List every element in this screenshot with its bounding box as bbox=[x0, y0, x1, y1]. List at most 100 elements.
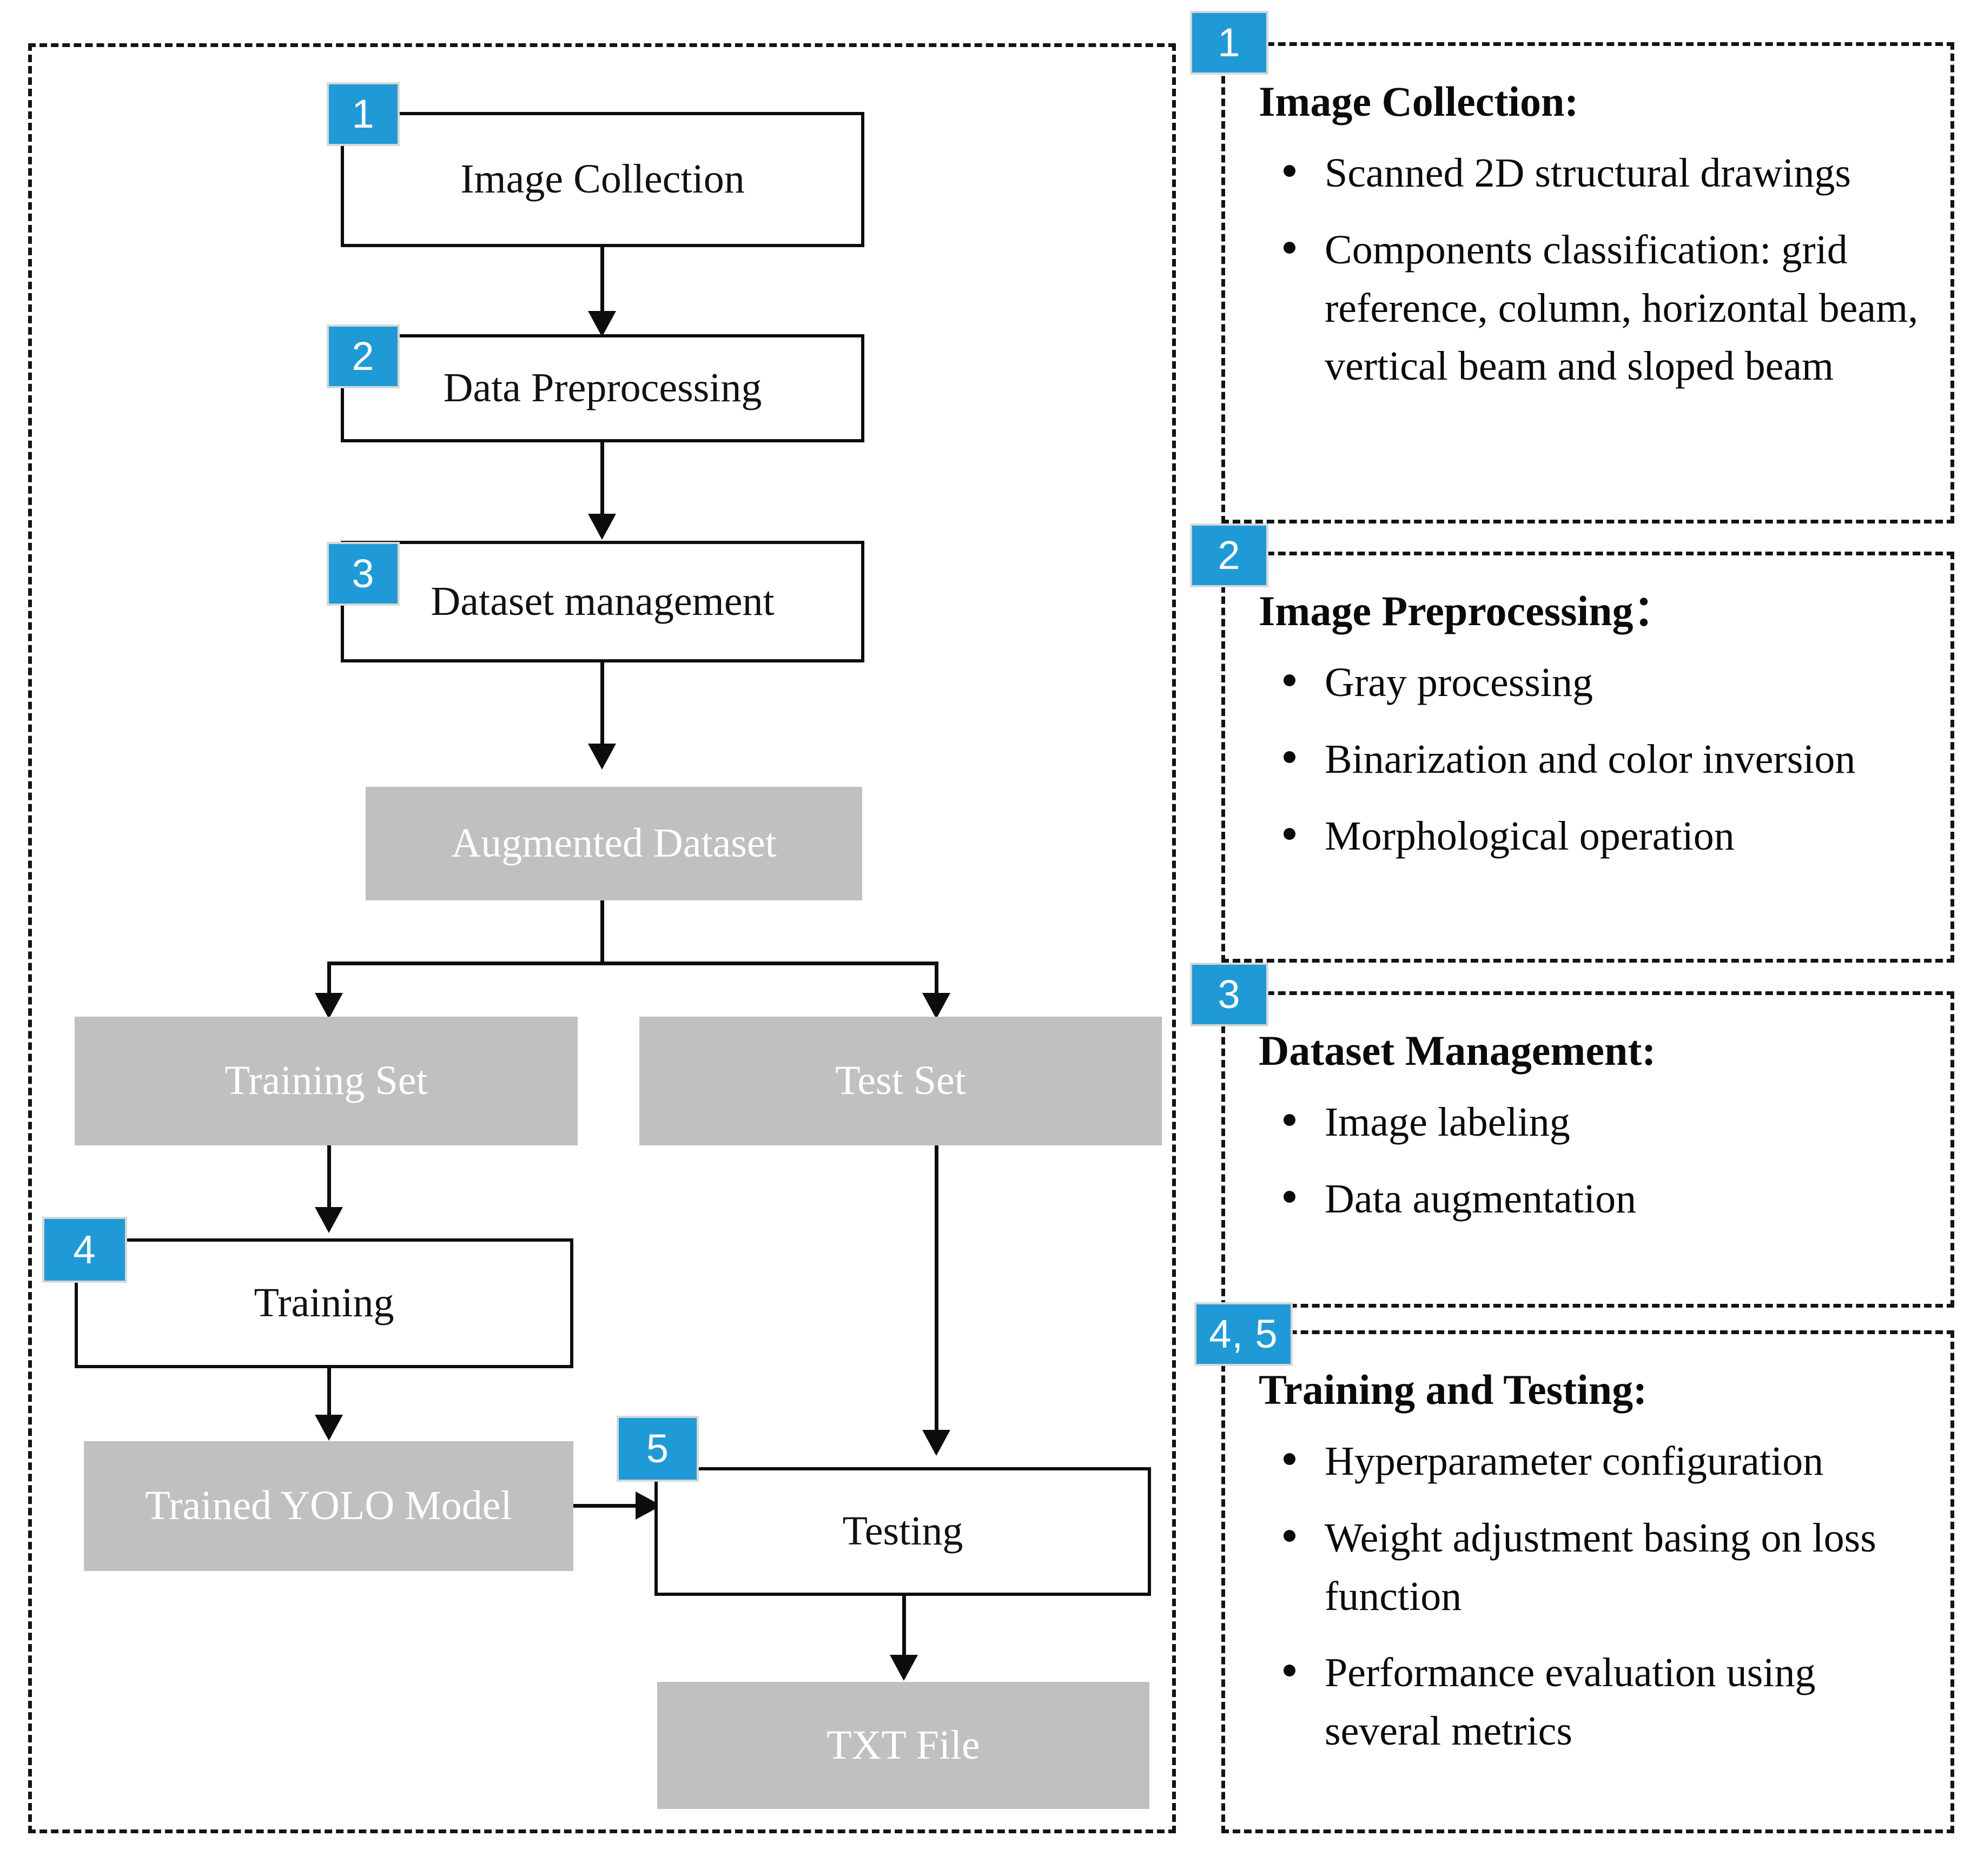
bullet-icon bbox=[1284, 1453, 1295, 1465]
info-badge-3: 3 bbox=[1190, 963, 1268, 1026]
badge-label: 2 bbox=[1218, 533, 1241, 578]
step-badge-4: 4 bbox=[42, 1217, 127, 1283]
info-panel-4-content: Training and Testing: Hyperparameter con… bbox=[1225, 1334, 1950, 1790]
connector-split-right bbox=[935, 962, 938, 1004]
list-item-text: Performance evaluation using several met… bbox=[1325, 1650, 1816, 1754]
info-badge-1: 1 bbox=[1190, 11, 1268, 75]
bullet-icon bbox=[1284, 751, 1295, 763]
list-item: Performance evaluation using several met… bbox=[1259, 1644, 1919, 1761]
badge-label: 1 bbox=[1218, 20, 1241, 65]
connector-split-left bbox=[327, 962, 331, 1004]
info-panel-2: Image Preprocessing： Gray processing Bin… bbox=[1221, 552, 1954, 963]
bullet-icon bbox=[1284, 1190, 1295, 1203]
step-badge-3: 3 bbox=[327, 542, 400, 606]
flow-box-augmented-dataset[interactable]: Augmented Dataset bbox=[366, 787, 862, 900]
info-panel-1: Image Collection: Scanned 2D structural … bbox=[1221, 42, 1954, 523]
list-item-text: Binarization and color inversion bbox=[1325, 736, 1856, 782]
badge-label: 1 bbox=[352, 91, 375, 136]
info-badge-2: 2 bbox=[1190, 523, 1268, 587]
list-item-text: Image labeling bbox=[1325, 1099, 1570, 1145]
arrow-training-model bbox=[315, 1415, 343, 1441]
flow-box-label: Training bbox=[254, 1280, 394, 1326]
flowchart-container bbox=[28, 43, 1176, 1833]
list-item: Image labeling bbox=[1259, 1093, 1919, 1152]
flow-box-txt-file[interactable]: TXT File bbox=[657, 1682, 1149, 1809]
info-panel-3-content: Dataset Management: Image labeling Data … bbox=[1225, 995, 1950, 1258]
flow-box-data-preprocessing[interactable]: Data Preprocessing bbox=[341, 334, 864, 442]
flow-box-label: Testing bbox=[842, 1508, 963, 1554]
connector-split-bar bbox=[327, 962, 938, 965]
connector-testset-testing bbox=[935, 1145, 938, 1437]
bullet-icon bbox=[1284, 1113, 1295, 1126]
list-item: Binarization and color inversion bbox=[1259, 731, 1919, 789]
flow-box-label: Dataset management bbox=[431, 578, 775, 624]
arrow-to-training-set bbox=[315, 993, 343, 1019]
info-panel-3-list: Image labeling Data augmentation bbox=[1259, 1093, 1919, 1229]
badge-label: 3 bbox=[1218, 972, 1241, 1017]
list-item: Weight adjustment basing on loss functio… bbox=[1259, 1509, 1919, 1626]
arrow-to-test-set bbox=[922, 993, 950, 1019]
badge-label: 4 bbox=[73, 1227, 96, 1272]
connector-testing-txt bbox=[902, 1596, 906, 1672]
badge-label: 2 bbox=[352, 334, 375, 379]
arrow-2-3 bbox=[588, 514, 616, 540]
step-badge-5: 5 bbox=[617, 1416, 699, 1482]
bullet-icon bbox=[1284, 1529, 1295, 1542]
list-item: Morphological operation bbox=[1259, 807, 1919, 866]
bullet-icon bbox=[1284, 674, 1295, 686]
flow-box-label: Training Set bbox=[224, 1058, 428, 1104]
arrow-trainingset-training bbox=[315, 1207, 343, 1233]
connector-2-3 bbox=[600, 442, 604, 523]
flow-box-training[interactable]: Training bbox=[75, 1238, 573, 1368]
list-item: Gray processing bbox=[1259, 654, 1919, 712]
info-panel-2-heading: Image Preprocessing： bbox=[1259, 587, 1676, 634]
list-item-text: Weight adjustment basing on loss functio… bbox=[1325, 1515, 1876, 1619]
connector-augmented-stem bbox=[600, 900, 604, 965]
flow-box-label: Trained YOLO Model bbox=[145, 1483, 512, 1529]
list-item-text: Morphological operation bbox=[1325, 813, 1735, 859]
list-item-text: Data augmentation bbox=[1325, 1176, 1637, 1222]
step-badge-1: 1 bbox=[327, 82, 400, 146]
list-item-text: Hyperparameter configuration bbox=[1325, 1438, 1824, 1484]
bullet-icon bbox=[1284, 827, 1295, 840]
info-panel-1-list: Scanned 2D structural drawings Component… bbox=[1259, 144, 1919, 396]
flow-box-testing[interactable]: Testing bbox=[654, 1467, 1151, 1596]
info-panel-4: Training and Testing: Hyperparameter con… bbox=[1221, 1330, 1954, 1833]
connector-trainingset-training bbox=[327, 1145, 331, 1215]
flow-box-label: Image Collection bbox=[460, 156, 745, 202]
info-panel-1-content: Image Collection: Scanned 2D structural … bbox=[1225, 46, 1950, 425]
flow-box-label: Augmented Dataset bbox=[451, 820, 777, 866]
arrow-1-2 bbox=[588, 311, 616, 337]
flow-box-training-set[interactable]: Training Set bbox=[75, 1017, 578, 1145]
connector-training-model bbox=[327, 1368, 331, 1437]
flow-box-trained-yolo-model[interactable]: Trained YOLO Model bbox=[84, 1441, 573, 1571]
flow-box-label: TXT File bbox=[826, 1722, 980, 1768]
info-panel-3: Dataset Management: Image labeling Data … bbox=[1221, 991, 1954, 1308]
list-item-text: Components classification: grid referenc… bbox=[1325, 227, 1919, 389]
step-badge-2: 2 bbox=[327, 324, 400, 388]
list-item: Data augmentation bbox=[1259, 1170, 1919, 1229]
list-item: Components classification: grid referenc… bbox=[1259, 221, 1919, 396]
flow-box-label: Data Preprocessing bbox=[443, 365, 762, 411]
flow-box-dataset-management[interactable]: Dataset management bbox=[341, 541, 864, 662]
badge-label: 3 bbox=[352, 551, 375, 596]
flow-box-label: Test Set bbox=[835, 1058, 966, 1104]
info-panel-2-list: Gray processing Binarization and color i… bbox=[1259, 654, 1919, 866]
arrow-testset-testing bbox=[922, 1430, 950, 1456]
connector-model-testing bbox=[573, 1504, 644, 1508]
info-panel-2-content: Image Preprocessing： Gray processing Bin… bbox=[1225, 555, 1950, 894]
list-item: Scanned 2D structural drawings bbox=[1259, 144, 1919, 203]
info-panel-4-heading: Training and Testing: bbox=[1259, 1366, 1648, 1413]
info-panel-1-heading: Image Collection: bbox=[1259, 78, 1579, 125]
info-panel-4-list: Hyperparameter configuration Weight adju… bbox=[1259, 1433, 1919, 1761]
list-item-text: Gray processing bbox=[1325, 659, 1593, 705]
info-panel-3-heading: Dataset Management: bbox=[1259, 1027, 1656, 1074]
connector-3-augmented bbox=[600, 662, 604, 754]
bullet-icon bbox=[1284, 164, 1295, 177]
badge-label: 4, 5 bbox=[1209, 1311, 1278, 1356]
list-item: Hyperparameter configuration bbox=[1259, 1433, 1919, 1491]
flow-box-test-set[interactable]: Test Set bbox=[639, 1017, 1162, 1145]
list-item-text: Scanned 2D structural drawings bbox=[1325, 150, 1851, 196]
flow-box-image-collection[interactable]: Image Collection bbox=[341, 112, 864, 247]
